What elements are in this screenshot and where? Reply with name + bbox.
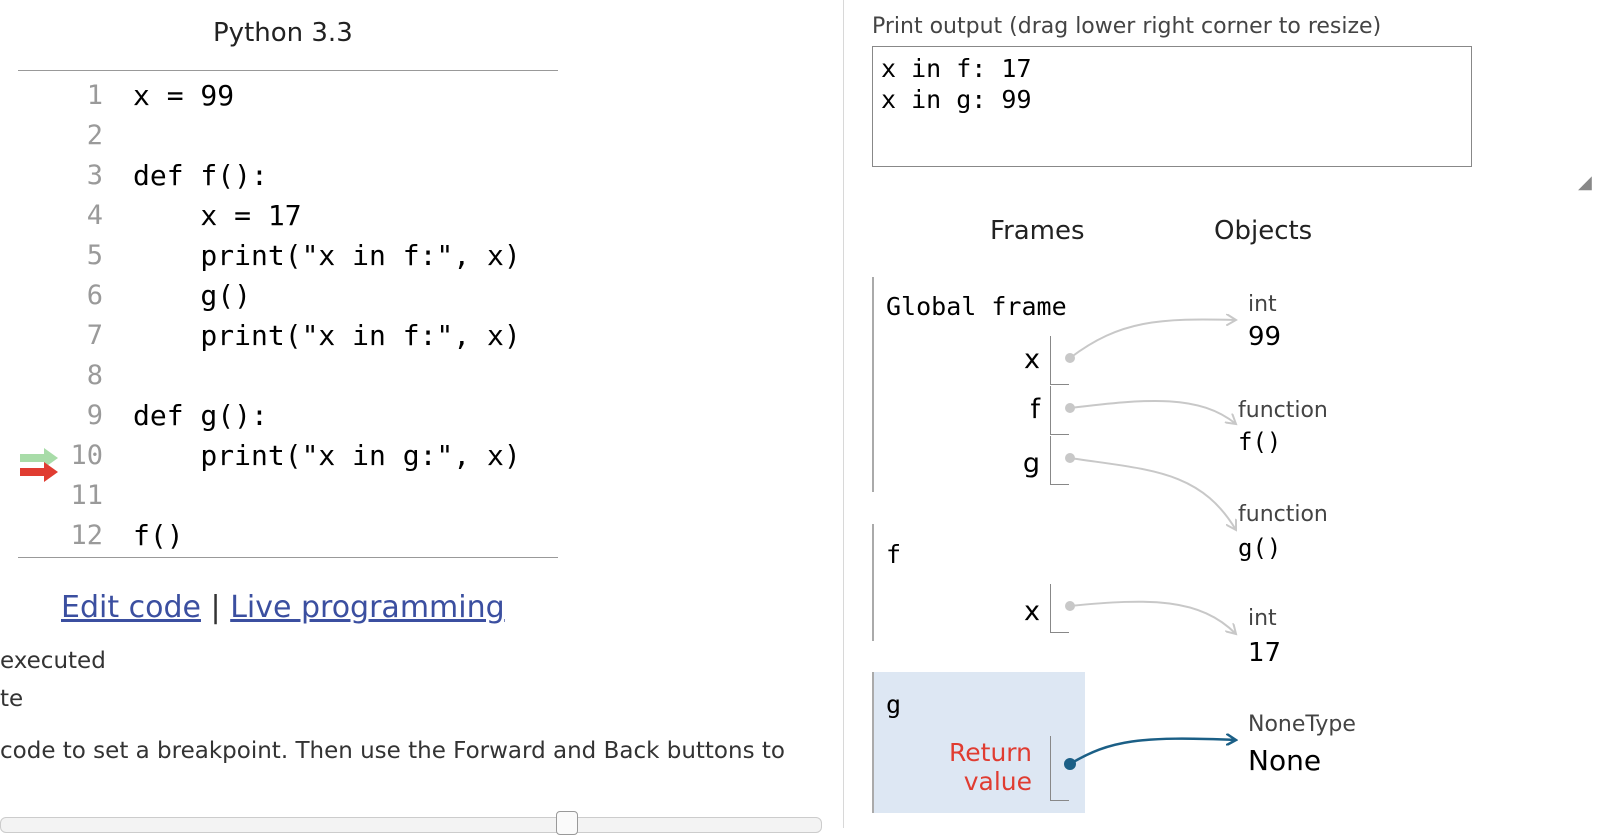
code-text: print("x in f:", x) [133,239,521,272]
code-line[interactable]: 1 x = 99 [18,76,558,116]
obj-int-99-type: int [1248,292,1277,317]
line-number[interactable]: 3 [86,160,103,191]
objects-header: Objects [1214,216,1313,246]
line-number[interactable]: 7 [86,320,103,351]
code-bottom-divider [18,557,558,558]
f-var-x: x [1024,596,1040,627]
language-label: Python 3.3 [213,18,353,48]
code-line[interactable]: 3 def f(): [18,156,558,196]
line-number[interactable]: 6 [86,280,103,311]
code-line[interactable]: 4 x = 17 [18,196,558,236]
code-text: print("x in g:", x) [133,439,521,472]
code-text: x = 99 [133,79,235,112]
global-frame-border [872,277,874,492]
legend-next: te [0,686,24,712]
line-number[interactable]: 11 [70,480,103,511]
return-value-slot [1050,736,1069,801]
code-text: def g(): [133,399,268,432]
code-line[interactable]: 8 [18,356,558,396]
line-number[interactable]: 9 [86,400,103,431]
global-frame-title: Global frame [886,292,1067,321]
g-frame-title: g [886,690,902,719]
line-number[interactable]: 4 [86,200,103,231]
pointer-global-f [1065,399,1236,424]
pointer-f-x [1065,600,1236,634]
obj-int-99-value: 99 [1248,322,1282,352]
live-programming-link[interactable]: Live programming [230,590,505,625]
line-number[interactable]: 2 [86,120,103,151]
global-var-f: f [1030,394,1040,425]
link-separator: | [210,590,221,625]
code-line[interactable]: 5 print("x in f:", x) [18,236,558,276]
return-value-label: Return value [948,738,1032,796]
edit-code-link[interactable]: Edit code [61,590,201,625]
line-number[interactable]: 12 [70,520,103,551]
code-line[interactable]: 10 print("x in g:", x) [18,436,558,476]
code-top-divider [18,70,558,71]
code-line[interactable]: 11 [18,476,558,516]
obj-function-f-value: f() [1238,428,1282,456]
print-output-box[interactable]: x in f: 17 x in g: 99 [872,46,1472,167]
code-line[interactable]: 6 g() [18,276,558,316]
prev-line-arrow-icon [20,448,58,468]
code-text: f() [133,519,184,552]
code-line[interactable]: 2 [18,116,558,156]
resize-handle-icon[interactable]: ◢ [1578,172,1592,193]
current-line-arrow-icon [20,462,58,482]
code-line[interactable]: 9 def g(): [18,396,558,436]
line-number[interactable]: 10 [70,440,103,471]
breakpoint-hint: code to set a breakpoint. Then use the F… [0,738,785,764]
global-var-x-slot [1050,336,1069,385]
print-output-label: Print output (drag lower right corner to… [872,14,1382,39]
f-frame-title: f [886,540,902,569]
code-text: g() [133,279,252,312]
frames-header: Frames [990,216,1085,246]
code-text: def f(): [133,159,268,192]
code-text: x = 17 [133,199,302,232]
g-frame-highlight [872,672,1085,813]
line-number[interactable]: 1 [86,80,103,111]
panel-divider [843,0,844,828]
obj-none-value: None [1248,744,1322,777]
obj-function-f-type: function [1238,398,1328,423]
obj-function-g-type: function [1238,502,1328,527]
obj-none-type: NoneType [1248,712,1356,737]
editor-links: Edit code | Live programming [61,590,505,625]
global-var-g-slot [1050,436,1069,485]
return-label-line1: Return [949,738,1032,767]
global-var-x: x [1024,344,1040,375]
obj-int-17-value: 17 [1248,638,1282,668]
pointer-global-x [1065,319,1236,363]
code-line[interactable]: 12 f() [18,516,558,556]
return-label-line2: value [963,767,1032,796]
global-var-f-slot [1050,386,1069,435]
global-var-g: g [1022,448,1040,479]
code-text: print("x in f:", x) [133,319,521,352]
f-var-x-slot [1050,584,1069,633]
code-line[interactable]: 7 print("x in f:", x) [18,316,558,356]
obj-function-g-value: g() [1238,534,1282,562]
legend-executed: executed [0,648,106,674]
obj-int-17-type: int [1248,606,1277,631]
pointer-return-value [1064,739,1236,770]
line-number[interactable]: 5 [86,240,103,271]
line-number[interactable]: 8 [86,360,103,391]
f-frame-border [872,524,874,641]
pointer-global-g [1065,453,1236,530]
g-frame-border [872,672,874,813]
